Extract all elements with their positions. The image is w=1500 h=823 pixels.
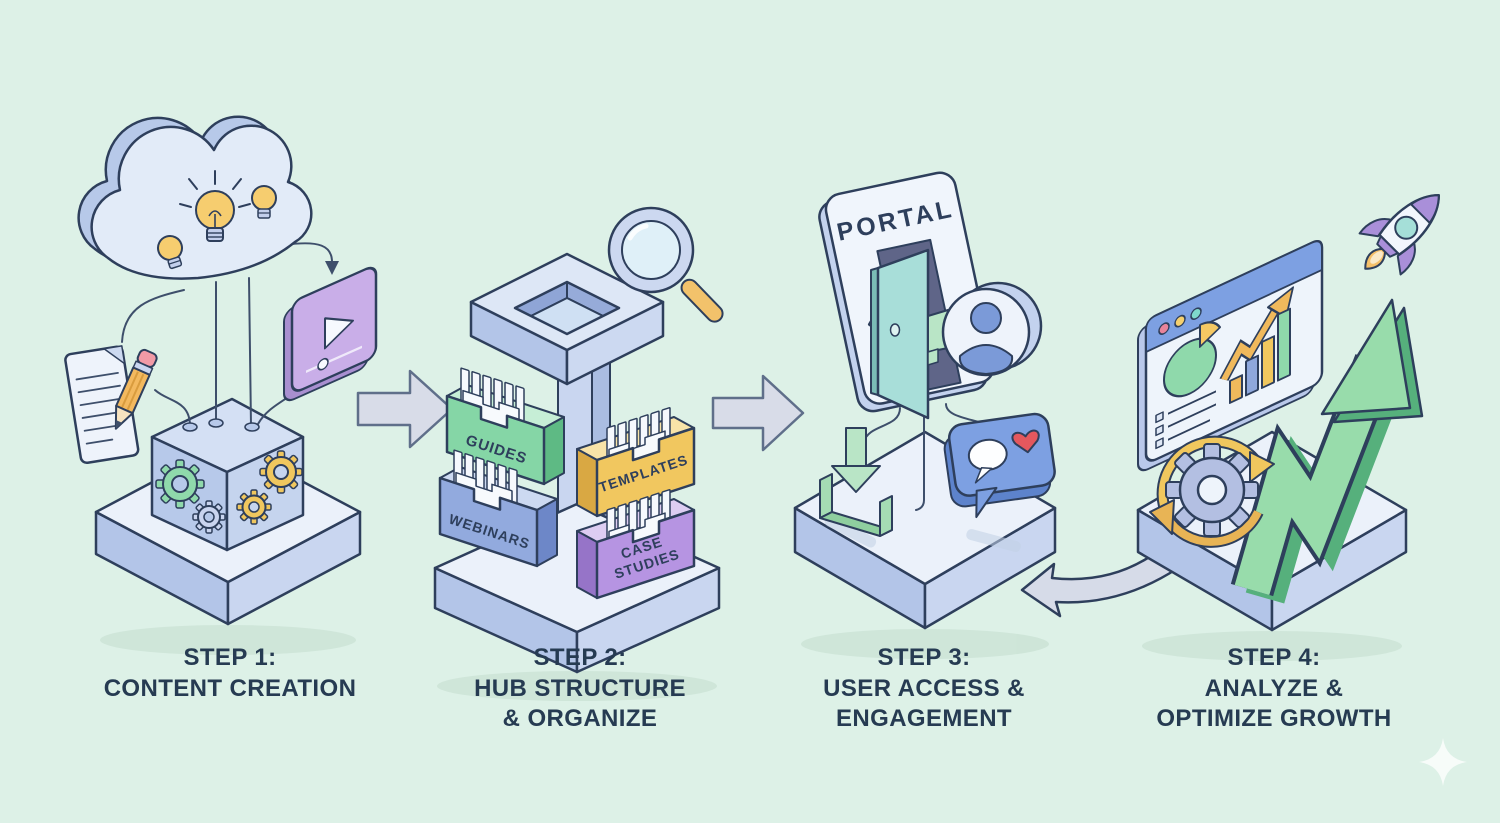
arrow-step1-to-step2 bbox=[356, 369, 454, 449]
step-3-caption: STEP 3: USER ACCESS & ENGAGEMENT bbox=[752, 643, 1096, 735]
cloud-icon bbox=[77, 115, 313, 280]
gear-icon bbox=[192, 500, 226, 534]
cube-ports bbox=[182, 418, 260, 432]
trend-arrow-icon bbox=[1219, 286, 1294, 381]
caption-line: OPTIMIZE GROWTH bbox=[1156, 705, 1392, 732]
pencil-icon bbox=[114, 348, 158, 430]
shadows bbox=[100, 625, 1402, 701]
play-icon bbox=[324, 317, 354, 350]
video-player-icon bbox=[283, 266, 378, 402]
caption-line: ENGAGEMENT bbox=[835, 705, 1012, 732]
avatar bbox=[970, 302, 1002, 334]
step4-illustration bbox=[1136, 193, 1441, 632]
gear-icon bbox=[236, 489, 272, 525]
checklist-icon bbox=[1155, 390, 1216, 450]
gear-icon bbox=[1165, 443, 1259, 537]
caption-line: HUB STRUCTURE bbox=[474, 674, 686, 702]
rocket-icon bbox=[1358, 193, 1441, 276]
lightbulb-icon bbox=[179, 170, 251, 242]
drawer-case-studies: CASE STUDIES bbox=[576, 489, 696, 600]
window-titlebar bbox=[1145, 240, 1323, 354]
dashboard-window bbox=[1137, 240, 1324, 472]
caption-line: STEP 1: bbox=[183, 644, 277, 671]
download-icon bbox=[819, 427, 893, 537]
pie-chart-icon bbox=[1163, 321, 1221, 398]
lightbulb-icon bbox=[157, 235, 183, 270]
gear-sync-icon bbox=[1149, 435, 1275, 548]
step3-illustration: PORTAL bbox=[793, 171, 1057, 630]
gear-icon bbox=[155, 459, 205, 509]
caption-line: STEP 4: bbox=[1227, 644, 1321, 671]
search-icon bbox=[607, 206, 724, 323]
step-1-caption: STEP 1: CONTENT CREATION bbox=[58, 643, 402, 704]
caption-line: STEP 2: bbox=[533, 644, 627, 671]
window-dot-icon bbox=[1158, 322, 1170, 335]
step-2-caption: STEP 2: HUB STRUCTURE & ORGANIZE bbox=[408, 643, 752, 735]
sparkle-icon bbox=[1419, 738, 1467, 786]
caption-line: STEP 3: bbox=[877, 644, 971, 671]
caption-line: CONTENT CREATION bbox=[103, 674, 357, 702]
step1-illustration bbox=[64, 115, 378, 626]
hub-frame bbox=[469, 252, 665, 386]
caption-line: USER ACCESS & bbox=[823, 674, 1025, 702]
feedback-arrow bbox=[1020, 546, 1180, 618]
step-4-caption: STEP 4: ANALYZE & OPTIMIZE GROWTH bbox=[1102, 643, 1446, 735]
drawer-templates: TEMPLATES bbox=[576, 407, 696, 518]
caption-line: & ORGANIZE bbox=[502, 705, 658, 732]
step2-illustration: GUIDES TEMPLATES bbox=[433, 206, 724, 674]
bar-chart-icon bbox=[1229, 307, 1291, 404]
user-key-icon bbox=[927, 281, 1043, 377]
chat-bubble-icon bbox=[943, 412, 1056, 519]
lightbulb-icon bbox=[251, 185, 277, 219]
heart-icon bbox=[1011, 429, 1040, 454]
caption-line: ANALYZE & bbox=[1204, 674, 1344, 702]
avatar bbox=[958, 344, 1014, 375]
arrow-step2-to-step3 bbox=[711, 374, 805, 452]
window-dot-icon bbox=[1174, 314, 1186, 328]
growth-arrow bbox=[1230, 298, 1424, 604]
gears-cube bbox=[150, 397, 305, 552]
gear-icon bbox=[259, 450, 303, 494]
window-dot-icon bbox=[1190, 307, 1202, 321]
door-icon bbox=[870, 248, 930, 420]
